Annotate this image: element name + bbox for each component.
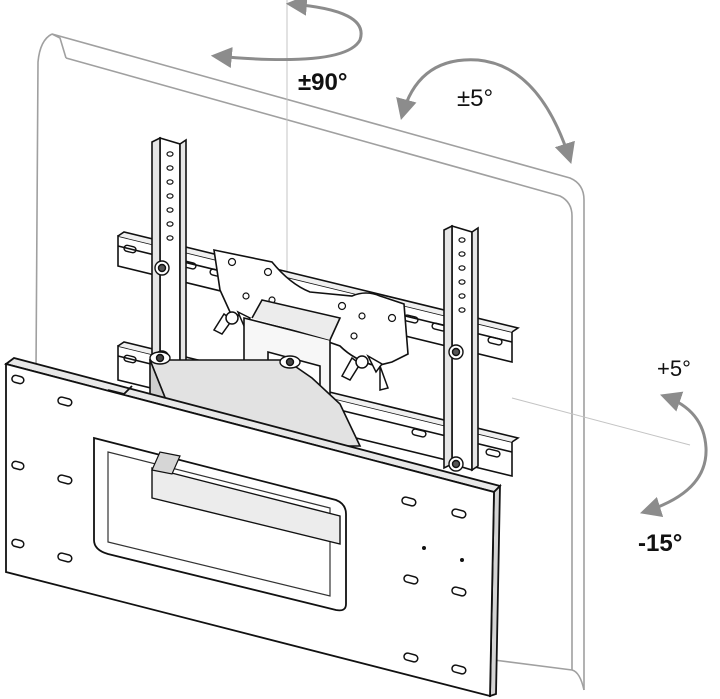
tilt-range-arrow [639,391,708,518]
tilt-tv-arrow [396,58,575,165]
tilt-up-label: +5° [657,356,691,381]
tilt-tv-label: ±5° [457,85,493,112]
vesa-slots [11,374,467,675]
tv-panel-outline [35,33,585,691]
swivel-label: ±90° [298,69,347,96]
tilt-head-plate [213,248,409,367]
vesa-small-holes [422,546,464,562]
tilt-knob-right [340,354,389,391]
vesa-front-plate [3,357,502,698]
tilt-head-holes [227,257,397,340]
left-bracket-holes [166,151,174,241]
right-bracket-holes [458,237,466,313]
swivel-arrow [210,0,363,68]
left-vertical-bracket [151,136,187,374]
tilt-down-label: -15° [638,530,682,557]
tilt-knob-left [212,310,252,335]
